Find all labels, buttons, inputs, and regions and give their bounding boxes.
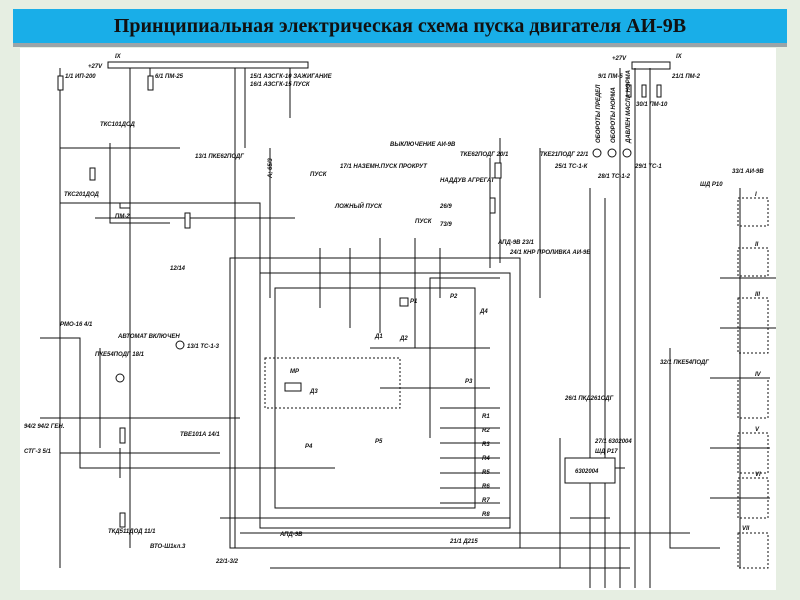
label: ОБОРОТЫ ПРЕДЕЛ [596,84,602,143]
label: 21/1 ПМ-2 [671,74,701,80]
label: Д2 [399,336,408,342]
label: ВЫКЛЮЧЕНИЕ АИ-9В [390,142,456,148]
bus-right [631,61,671,70]
label: R2 [482,428,490,434]
label: Д1 [374,334,383,340]
label: ДАВЛЕН МАСЛА НОРМА [626,70,632,144]
dashed-blocks [264,197,769,569]
label: 21/1 Д215 [449,539,478,545]
label: IX [676,54,683,60]
components [57,75,662,528]
label: R4 [482,456,490,462]
label: R8 [482,512,490,518]
label: P4 [305,444,313,450]
label: РМО-16 4/1 [60,322,93,328]
label: 29/1 ТС-1 [634,164,662,170]
label: 33/1 АИ-9В [732,169,764,175]
bus-left [107,61,309,69]
label: 17/1 НАЗЕМН.ПУСК ПРОКРУТ [340,164,428,170]
label: А; 65/3 [268,158,274,179]
label: АПД-9В [279,532,303,538]
label: 32/1 ПКЕ54ПОДГ [660,360,709,366]
label: ПМ-2 [115,214,130,220]
label: 94/2 94/2 ГЕН. [24,424,65,430]
label: ТКЕ62ПОДГ 20/1 [460,152,509,158]
label: ПУСК [415,219,433,225]
label: НАДДУВ АГРЕГАТ [440,178,496,184]
label: 27/1 6302004 [594,439,632,445]
label: IX [115,54,122,60]
label: ЛОЖНЫЙ ПУСК [334,202,383,210]
label: 28/1 ТС-1-2 [597,174,631,180]
label: 13/1 ПКЕ62ПОДГ [195,154,244,160]
label: VI [755,472,761,478]
label: R3 [482,442,490,448]
label: 1/1 ИП-200 [65,74,96,80]
label: 24/1 КНР ПРОЛИВКА АИ-9В [509,250,591,256]
label: II [755,242,759,248]
label: 6/1 ПМ-25 [155,74,184,80]
label: VII [742,526,750,532]
label: Д4 [479,309,488,315]
label: ВТО-Ш1кл.3 [150,544,186,550]
schematic-sheet: IX +27V 1/1 ИП-200 6/1 ПМ-25 15/1 АЗСГК-… [20,48,776,590]
label: IV [755,372,762,378]
label: R7 [482,498,490,504]
label: ТКС101ДОД [100,122,136,128]
label: АВТОМАТ ВКЛЮЧЕН [117,334,180,340]
label: 25/1 ТС-1-К [554,164,589,170]
label: 16/1 АЗСГК-15 ПУСК [250,82,311,88]
label: P1 [410,299,418,305]
label: 15/1 АЗСГК-10 ЗАЖИГАНИЕ [250,74,333,80]
label: I [755,192,757,198]
label: 26/1 ПКД261ОДГ [564,396,614,402]
label: ШД Р17 [595,449,618,455]
label: 30/1 ПМ-10 [636,102,668,108]
label: 22/1-3/2 [215,559,239,565]
label: P5 [375,439,383,445]
label: 9/1 ПМ-5 [598,74,623,80]
label: МР [290,369,300,375]
label: P2 [450,294,458,300]
slide-title: Принципиальная электрическая схема пуска… [113,14,687,37]
label: Д3 [309,389,318,395]
label: 73/9 [440,222,452,228]
label: ШД Р10 [700,182,723,188]
label: ПУСК [310,172,328,178]
label: АПД-9В 23/1 [497,240,535,246]
label: III [755,292,760,298]
label: ОБОРОТЫ НОРМА [611,87,617,143]
label: 26/9 [439,204,452,210]
label: V [755,427,760,433]
label: R6 [482,484,490,490]
schematic-diagram: IX +27V 1/1 ИП-200 6/1 ПМ-25 15/1 АЗСГК-… [24,54,776,588]
label: 13/1 ТС-1-3 [187,344,220,350]
label: ТВЕ101А 14/1 [180,432,220,438]
label: ТКД511ДОД 11/1 [108,529,156,535]
label: R5 [482,470,490,476]
label: P3 [465,379,473,385]
label: ТКЕ21ПОДГ 22/1 [540,152,589,158]
label: ТКС201ДОД [64,192,100,198]
label: СТГ-3 5/1 [24,449,51,455]
label: ПКЕ54ПОДГ 18/1 [95,352,145,358]
label: 12/14 [170,266,186,272]
label: 6302004 [575,469,599,475]
slide-title-bar: Принципиальная электрическая схема пуска… [13,9,787,47]
label: +27V [88,64,103,70]
label: R1 [482,414,490,420]
label: +27V [612,56,627,62]
